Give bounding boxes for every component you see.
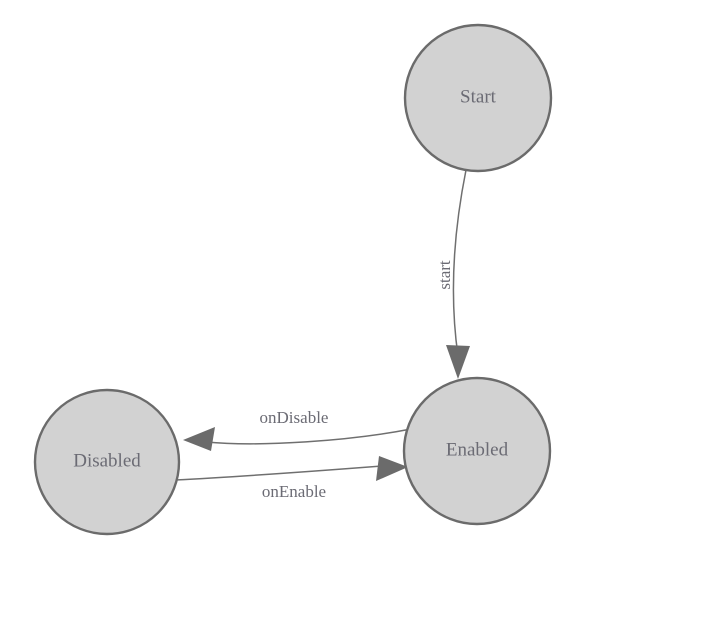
node-start-label: Start bbox=[460, 86, 497, 107]
edge-start-to-enabled-arrowhead bbox=[446, 345, 470, 379]
edge-enabled-to-disabled[interactable] bbox=[183, 427, 412, 451]
edge-start-to-enabled[interactable] bbox=[446, 169, 470, 379]
node-start[interactable]: Start bbox=[403, 23, 553, 173]
node-disabled-label: Disabled bbox=[73, 450, 141, 471]
edge-disabled-to-enabled[interactable] bbox=[174, 456, 408, 481]
edge-label-on-enable: onEnable bbox=[262, 482, 326, 501]
edge-enabled-to-disabled-path bbox=[205, 428, 412, 445]
node-enabled-circle bbox=[402, 376, 552, 526]
node-enabled[interactable]: Enabled bbox=[402, 376, 552, 526]
edge-enabled-to-disabled-arrowhead bbox=[183, 427, 215, 451]
edge-label-on-disable: onDisable bbox=[260, 408, 329, 427]
node-disabled-circle bbox=[33, 388, 181, 536]
node-disabled[interactable]: Disabled bbox=[33, 388, 181, 536]
edge-disabled-to-enabled-arrowhead bbox=[376, 456, 408, 481]
edge-label-start: start bbox=[435, 260, 454, 290]
edge-disabled-to-enabled-path bbox=[174, 465, 383, 481]
node-enabled-label: Enabled bbox=[446, 439, 509, 460]
node-start-circle bbox=[403, 23, 553, 173]
edge-start-to-enabled-path bbox=[452, 169, 467, 357]
